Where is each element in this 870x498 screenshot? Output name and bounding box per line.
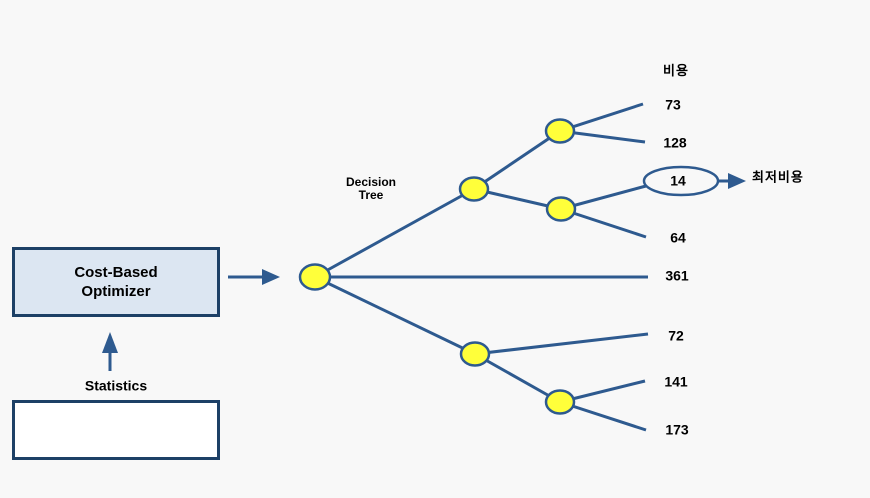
tree-edge-leaf-173 [559,400,647,432]
tree-edge-leaf-72 [474,332,649,356]
tree-node-lower-b [544,389,576,415]
tree-edge-lower-b [474,352,561,404]
leaf-value-141: 141 [664,373,688,390]
statistics-label: Statistics [84,377,148,394]
leaf-value-14-selected: 14 [670,172,686,189]
tree-node-root [298,263,332,291]
optimizer-label-line1: Cost-Based [74,264,158,281]
cost-column-header: 비용 [663,62,689,78]
decision-tree-label: Decision Tree [345,174,397,202]
selected-leaf-arrowhead-icon [728,173,746,189]
leaf-value-361: 361 [665,267,689,284]
tree-edge-root-lower [314,275,476,356]
leaf-value-128: 128 [663,134,687,151]
tree-edge-root-upper [314,187,475,279]
leaf-value-73: 73 [665,96,681,113]
leaf-value-64: 64 [670,229,686,246]
leaf-value-173: 173 [665,421,689,438]
tree-node-upper-b [545,196,577,222]
optimizer-label-line2: Optimizer [81,283,151,300]
tree-node-upper-a [544,118,576,144]
statistics-to-optimizer-arrowhead-icon [102,332,118,353]
tree-node-lower [459,341,491,367]
lowest-cost-label: 최저비용 [752,169,804,185]
optimizer-to-root-arrowhead-icon [262,269,280,285]
decision-tree-label-line1: Decision [345,174,397,189]
leaf-value-72: 72 [668,327,684,344]
statistics-box [12,400,220,460]
tree-edge-upper-a [473,129,561,191]
tree-node-upper [458,176,490,202]
decision-tree-label-line2: Tree [358,188,384,202]
cost-based-optimizer-box: Cost-Based Optimizer [12,247,220,317]
